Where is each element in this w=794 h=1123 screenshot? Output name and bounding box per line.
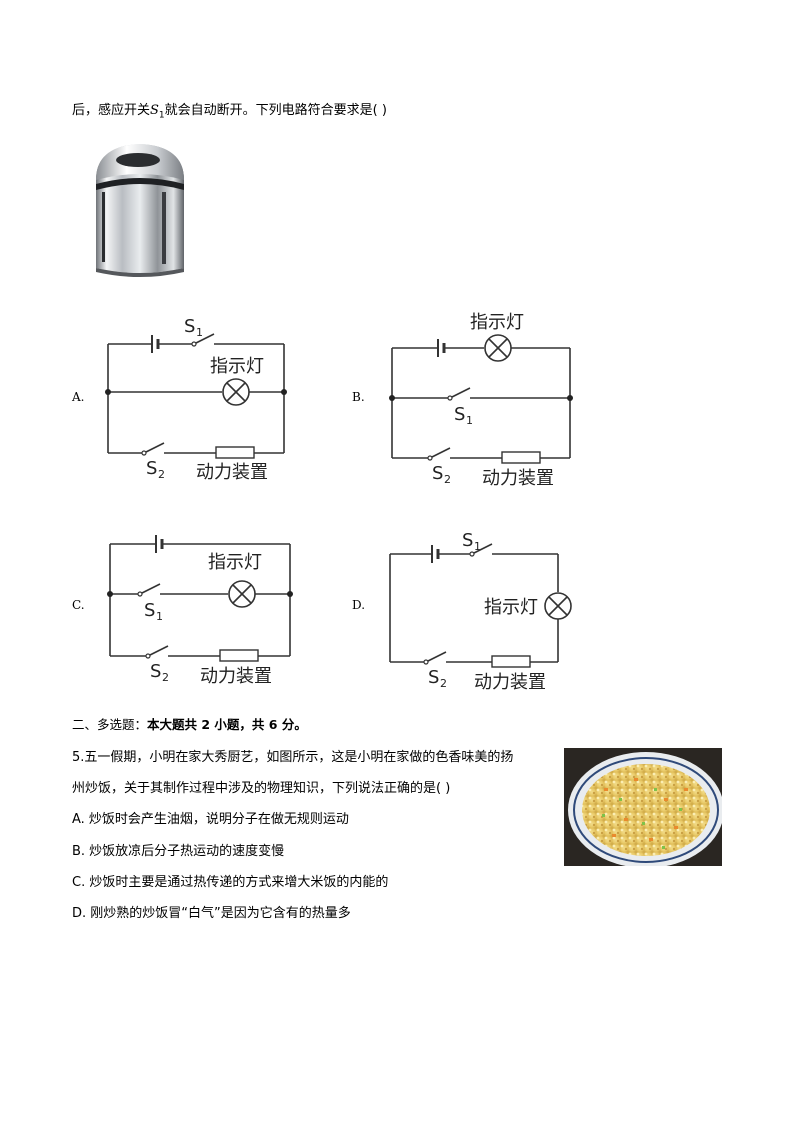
choice-d[interactable]: D. 刚炒熟的炒饭冒“白气”是因为它含有的热量多 xyxy=(72,906,351,921)
question5-line1: 5.五一假期，小明在家大秀厨艺，如图所示，这是小明在家做的色香味美的扬 xyxy=(72,750,514,765)
choice-a[interactable]: A. 炒饭时会产生油烟，说明分子在做无规则运动 xyxy=(72,812,349,827)
question-tail-text: 后，感应开关S1就会自动断开。下列电路符合要求是( ) xyxy=(72,103,387,121)
question5-line2: 州炒饭，关于其制作过程中涉及的物理知识，下列说法正确的是( ) xyxy=(72,781,451,796)
svg-text:指示灯: 指示灯 xyxy=(210,356,264,377)
svg-text:S: S xyxy=(150,661,161,682)
svg-text:2: 2 xyxy=(162,671,169,684)
svg-text:S: S xyxy=(432,463,443,484)
option-a-label[interactable]: A. xyxy=(72,390,85,404)
svg-text:S: S xyxy=(184,316,195,337)
option-b-label[interactable]: B. xyxy=(352,390,365,404)
svg-text:S: S xyxy=(462,530,473,551)
svg-text:2: 2 xyxy=(158,468,165,481)
svg-text:动力装置: 动力装置 xyxy=(482,468,554,489)
svg-text:动力装置: 动力装置 xyxy=(474,672,546,693)
svg-text:1: 1 xyxy=(196,326,203,339)
trash-can-image xyxy=(96,144,184,277)
svg-text:S: S xyxy=(454,404,465,425)
svg-text:S: S xyxy=(144,600,155,621)
choice-b[interactable]: B. 炒饭放凉后分子热运动的速度变慢 xyxy=(72,844,285,859)
svg-text:指示灯: 指示灯 xyxy=(208,552,262,573)
svg-text:指示灯: 指示灯 xyxy=(470,312,524,333)
svg-text:2: 2 xyxy=(444,473,451,486)
switch-variable: S xyxy=(150,103,159,118)
fried-rice-image xyxy=(564,748,722,866)
option-c-label[interactable]: C. xyxy=(72,598,85,612)
svg-text:动力装置: 动力装置 xyxy=(196,462,268,483)
option-d-label[interactable]: D. xyxy=(352,598,366,612)
choice-c[interactable]: C. 炒饭时主要是通过热传递的方式来增大米饭的内能的 xyxy=(72,875,389,890)
svg-text:S: S xyxy=(146,458,157,479)
svg-text:1: 1 xyxy=(474,540,481,553)
svg-text:指示灯: 指示灯 xyxy=(484,597,538,618)
svg-text:1: 1 xyxy=(156,610,163,623)
section-header: 二、多选题：本大题共 2 小题，共 6 分。 xyxy=(72,717,307,732)
svg-text:动力装置: 动力装置 xyxy=(200,666,272,687)
svg-text:2: 2 xyxy=(440,677,447,690)
svg-text:S: S xyxy=(428,667,439,688)
svg-text:1: 1 xyxy=(466,414,473,427)
